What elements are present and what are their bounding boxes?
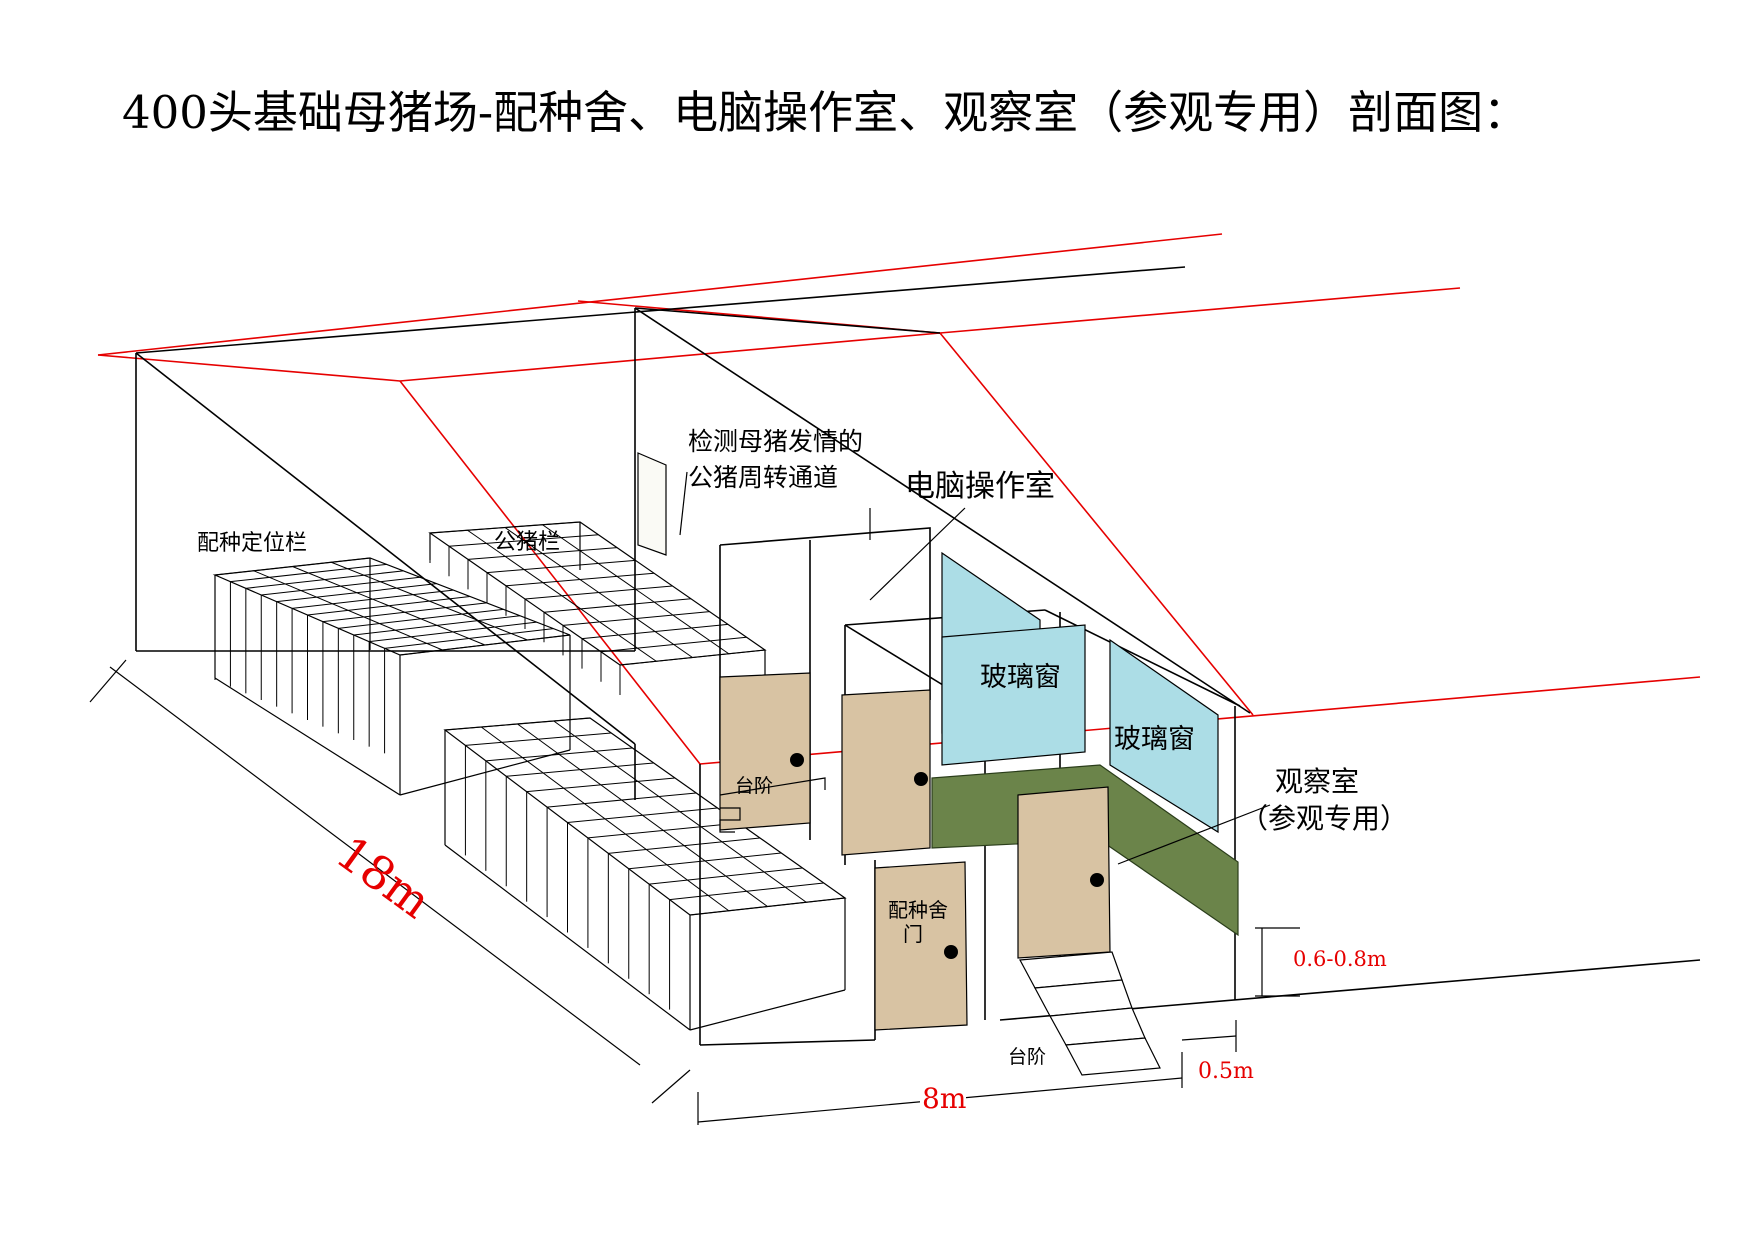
width-label-bg <box>920 1080 966 1116</box>
roof-outline <box>97 233 1701 765</box>
stall-grid <box>429 521 766 695</box>
glass-window <box>941 624 1086 766</box>
passage-leader-line <box>679 471 688 536</box>
glass-window <box>1109 638 1219 834</box>
steps-upper <box>719 777 826 796</box>
observation-door <box>1017 786 1111 959</box>
computer-room-leader-line <box>869 507 966 601</box>
width-dimension-label: 8m <box>922 1082 966 1115</box>
door <box>841 689 931 856</box>
door-knob <box>790 753 804 767</box>
boar-pens-label: 公猪栏 <box>494 530 560 555</box>
glass-window-label-2: 玻璃窗 <box>1114 724 1195 755</box>
step-width-dimension-label: 0.5m <box>1198 1059 1254 1084</box>
breeding-door-label-line1: 配种舍 <box>888 898 948 922</box>
steps-upper-stairs <box>719 807 741 833</box>
passage-panel <box>637 452 667 556</box>
computer-room-label: 电脑操作室 <box>905 469 1055 504</box>
steps-lower-label: 台阶 <box>1008 1046 1046 1068</box>
door-knob <box>944 945 958 959</box>
steps-upper-label: 台阶 <box>735 775 773 797</box>
door-knob <box>1090 873 1104 887</box>
observation-room-label-line1: 观察室 <box>1275 765 1359 798</box>
diagram-title: 400头基础母猪场-配种舍、电脑操作室、观察室（参观专用）剖面图： <box>122 86 1528 139</box>
length-dimension-label: 18m <box>327 825 441 929</box>
dimension-length <box>89 659 691 1104</box>
observation-leader-line <box>1117 804 1271 865</box>
door <box>719 672 811 831</box>
stall-grid <box>444 717 846 1025</box>
wall-band <box>931 764 1239 937</box>
door-knob <box>914 772 928 786</box>
stall-grid <box>214 557 571 760</box>
dimension-step-width <box>1181 1020 1237 1052</box>
boar-passage-label-line2: 公猪周转通道 <box>688 463 838 492</box>
breeding-door-label-line2: 门 <box>903 922 923 946</box>
dimension-step-height <box>1255 927 1300 997</box>
step-height-dimension-label: 0.6-0.8m <box>1293 947 1387 971</box>
boar-passage-label-line1: 检测母猪发情的 <box>688 427 863 456</box>
glass-window-label-1: 玻璃窗 <box>980 662 1061 693</box>
observation-room-label-line2: （参观专用） <box>1240 802 1408 835</box>
breeding-stalls-label: 配种定位栏 <box>197 531 307 556</box>
breeding-house-door <box>874 861 968 1031</box>
steps-lower <box>1019 951 1161 1076</box>
